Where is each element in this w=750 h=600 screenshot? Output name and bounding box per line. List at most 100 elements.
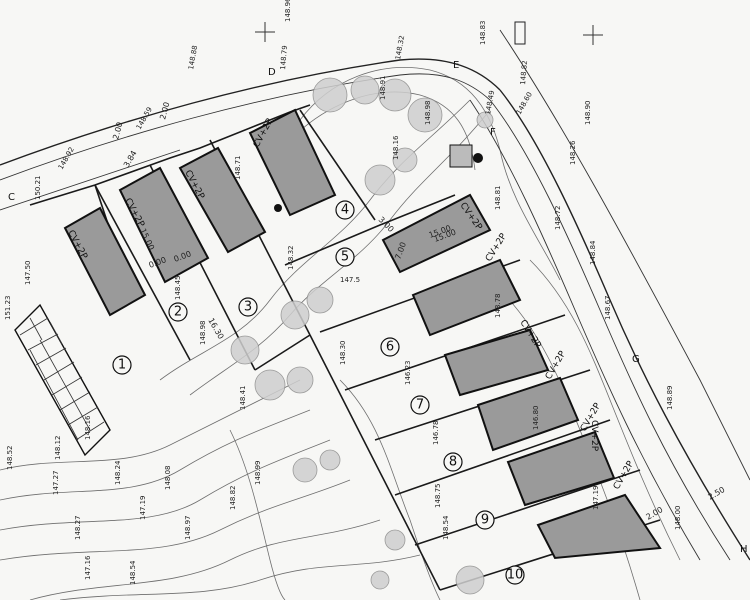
elevation-label: 148.96 [284,0,292,22]
elevation-label: 148.71 [234,156,242,181]
tree-5 [364,164,396,196]
tree-9 [230,335,260,365]
lot-number-10: 10 [507,568,524,583]
elevation-label: 151.23 [4,296,12,321]
elevation-label: 148.82 [229,486,237,511]
elevation-label: 148.54 [442,515,450,540]
tree-16 [370,570,390,590]
contour-lines [0,67,681,600]
elevation-label: 148.00 [674,506,682,531]
elevation-label: 148.90 [584,101,592,126]
elevation-label: 146.78 [432,421,440,446]
hatched-zone [14,303,111,457]
elevation-label: 148.54 [129,560,137,585]
lot-number-circle [335,200,355,220]
elevation-label: 148.79 [279,45,289,70]
point-letter-G: G [632,354,640,365]
cv-label: CV+2P [612,459,637,491]
dimension-label: 2.00 [158,101,171,121]
elevation-label: 148.27 [74,516,82,541]
tree-8 [306,286,334,314]
point-letter-H: H [740,544,748,555]
elevation-label: 148.12 [54,436,62,461]
elevation-label: 148.24 [114,460,122,485]
tree-10 [254,369,286,401]
tree-12 [292,457,318,483]
tree-6 [392,147,418,173]
building-lot-5 [381,193,492,274]
road-lines [0,29,750,561]
building-lot-9 [506,430,616,507]
point-letter-C: C [8,192,15,203]
lot-number-5: 5 [341,250,349,265]
lot-number-circle [168,302,188,322]
elevation-label: 148.91 [379,76,387,101]
lot-number-8: 8 [449,455,457,470]
elevation-label: 148.81 [494,186,502,211]
elevation-label: 148.97 [184,516,192,541]
elevation-label: 148.98 [199,321,207,346]
tree-7 [280,300,310,330]
elevation-label: 148.16 [84,415,92,440]
elevation-label: 147.5 [340,276,360,284]
elevation-label: 148.75 [434,484,442,509]
buildings [63,108,662,560]
lot-number-7: 7 [416,398,424,413]
tree-14 [384,529,406,551]
lot-number-circle [380,337,400,357]
tree-1 [312,77,348,113]
elevation-label: 148.52 [6,446,14,471]
survey-crosses [255,21,603,45]
elevation-label: 148.26 [569,140,577,165]
tree-13 [319,449,341,471]
lot-number-circle [410,395,430,415]
elevation-label: 148.60 [515,91,534,116]
tree-11 [286,366,314,394]
elevation-label: 147.19 [139,496,147,521]
lot-number-2: 2 [174,305,182,320]
lot-number-4: 4 [341,203,349,218]
lot-number-circle [335,247,355,267]
tree-17 [476,111,494,129]
elevation-label: 148.32 [394,35,406,61]
elevation-label: 150.21 [34,176,42,201]
elevation-label: 148.99 [254,461,262,486]
elevation-label: 148.30 [339,341,347,366]
elevation-label: 148.98 [424,101,432,126]
marker-dot-1 [473,153,483,163]
small-structure [449,144,473,168]
dimension-label: 3.84 [122,149,139,169]
lot-number-circle [238,297,258,317]
building-lot-2 [118,166,210,284]
elevation-label: 148.78 [494,294,502,319]
point-letter-D: D [268,67,276,78]
dimension-label: 2.00 [111,121,124,141]
building-lot-10 [536,493,662,560]
tree-2 [350,75,380,105]
building-lot-7 [443,328,550,397]
dimension-label: 16.30 [206,317,225,341]
building-lot-6 [411,258,522,337]
tree-3 [378,78,412,112]
lot-number-6: 6 [386,340,394,355]
lot-number-circle [505,565,525,585]
cv-label: CV+2P [484,231,509,263]
lot-number-circle [475,510,495,530]
elevation-label: 148.89 [666,386,674,411]
lot-number-circle [443,452,463,472]
building-lot-3 [178,146,267,254]
elevation-label: 146.23 [404,361,412,386]
dimension-label: 2.50 [707,485,727,502]
elevation-label: 148.82 [519,60,529,85]
elevation-label: 148.72 [554,206,562,231]
building-lot-4 [248,108,337,217]
elevation-label: 148.49 [484,90,496,116]
tree-4 [407,97,443,133]
trees [230,75,494,595]
elevation-label: 147.50 [24,261,32,286]
marker-dot-2 [274,204,282,212]
elevation-label: 148.84 [589,240,597,265]
elevation-label: 148.08 [164,466,172,491]
point-letter-F: F [490,127,496,138]
